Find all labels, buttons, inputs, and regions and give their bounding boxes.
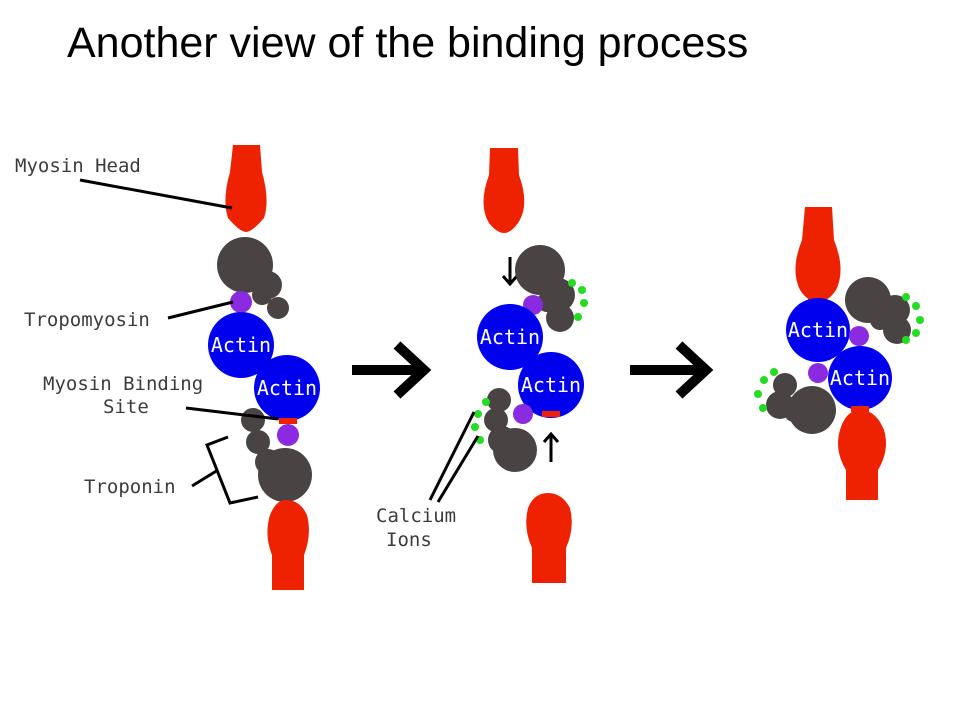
label-myosin-binding-site-2: Site bbox=[103, 396, 149, 418]
actin-label: Actin bbox=[257, 376, 317, 400]
myosin-binding-site bbox=[851, 406, 869, 412]
leader-calcium-ions-2 bbox=[436, 435, 480, 503]
troponin-complex-top bbox=[217, 237, 289, 319]
actin-2 bbox=[828, 346, 892, 410]
troponin-complex-bottom bbox=[766, 373, 836, 434]
tropomyosin bbox=[849, 326, 869, 346]
leader-tropomyosin bbox=[167, 300, 234, 320]
actin-2 bbox=[518, 352, 584, 418]
leader-myosin-binding-site bbox=[185, 406, 279, 421]
actin-label: Actin bbox=[521, 373, 581, 397]
myosin-head-bottom bbox=[838, 410, 886, 500]
stage-2-calcium-binding: Actin Actin Calcium Ions bbox=[376, 148, 588, 583]
tropomyosin bbox=[230, 291, 252, 313]
myosin-head-top bbox=[483, 148, 525, 233]
calcium-ions-top bbox=[568, 279, 588, 321]
leader-calcium-ions-1 bbox=[428, 411, 476, 501]
actin-1 bbox=[208, 312, 274, 378]
down-arrow bbox=[501, 257, 519, 287]
troponin-complex-top bbox=[515, 245, 575, 332]
troponin-complex-top bbox=[845, 277, 911, 344]
troponin-complex-bottom bbox=[484, 388, 537, 472]
label-myosin-binding-site-1: Myosin Binding bbox=[43, 373, 203, 395]
myosin-binding-site bbox=[279, 418, 297, 424]
step-arrow-2 bbox=[630, 341, 714, 399]
slide-title: Another view of the binding process bbox=[67, 19, 749, 67]
label-calcium-ions-1: Calcium bbox=[376, 505, 456, 527]
stage-1-resting: Actin Actin Myosin Head Tropomyosin Myos… bbox=[15, 145, 320, 590]
label-troponin: Troponin bbox=[84, 476, 176, 498]
label-tropomyosin: Tropomyosin bbox=[24, 309, 150, 331]
tropomyosin bbox=[513, 404, 533, 424]
step-arrow-1 bbox=[352, 341, 432, 399]
tropomyosin bbox=[277, 424, 299, 446]
actin-2 bbox=[254, 355, 320, 421]
troponin-bracket bbox=[205, 435, 259, 505]
actin-1 bbox=[786, 298, 850, 362]
myosin-head-bottom bbox=[267, 500, 309, 590]
calcium-ions-top bbox=[902, 293, 924, 344]
calcium-ions-bottom bbox=[754, 368, 778, 412]
myosin-head-bottom bbox=[526, 493, 572, 583]
actin-label: Actin bbox=[211, 333, 271, 357]
leader-troponin bbox=[191, 468, 219, 488]
up-arrow bbox=[542, 431, 560, 462]
leader-myosin-head bbox=[79, 178, 233, 210]
troponin-complex-bottom bbox=[241, 408, 312, 502]
actin-label: Actin bbox=[480, 325, 540, 349]
myosin-head-top bbox=[795, 207, 841, 302]
myosin-head-top bbox=[225, 145, 267, 232]
label-calcium-ions-2: Ions bbox=[386, 529, 432, 551]
myosin-binding-site bbox=[542, 411, 560, 417]
actin-1 bbox=[477, 304, 543, 370]
actin-label: Actin bbox=[788, 318, 848, 342]
stage-3-cross-bridge: Actin Actin bbox=[754, 207, 924, 500]
actin-label: Actin bbox=[830, 366, 890, 390]
label-myosin-head: Myosin Head bbox=[15, 155, 141, 177]
tropomyosin bbox=[808, 363, 828, 383]
